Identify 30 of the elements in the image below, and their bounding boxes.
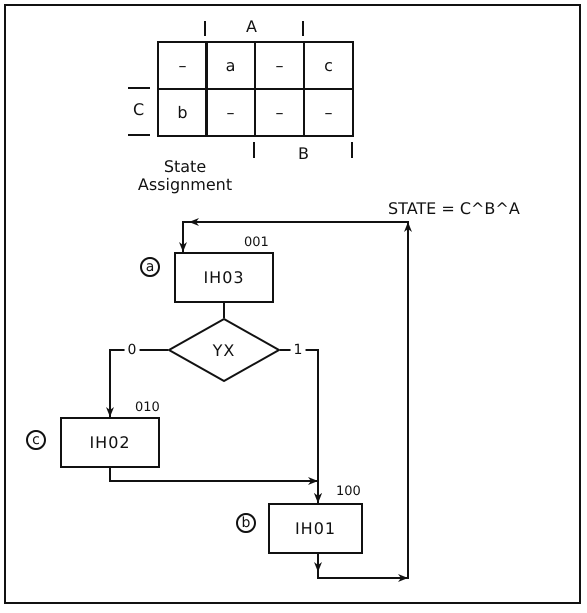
label-text: C <box>133 101 144 119</box>
map-cell: b <box>157 88 208 137</box>
label-text: A <box>246 18 257 36</box>
process-box <box>268 503 363 554</box>
arrow <box>179 221 409 579</box>
circled-letter: c <box>26 430 46 450</box>
arrow <box>109 468 322 503</box>
map-cell: – <box>303 88 354 137</box>
label-text: B <box>298 145 309 163</box>
state-code: 010 <box>135 401 160 414</box>
edge-label: 1 <box>290 343 306 357</box>
circled-letter: a <box>140 257 160 277</box>
node-text: YX <box>212 340 236 360</box>
node-text: IH01 <box>294 519 336 538</box>
label-text: State Assignment <box>136 158 234 194</box>
decision-diamond <box>168 318 280 382</box>
map-cell: – <box>205 88 256 137</box>
arrow <box>106 349 168 417</box>
label-text: STATE = C^B^A <box>388 200 520 218</box>
map-cell: – <box>157 41 208 90</box>
circled-letter: b <box>236 513 256 533</box>
map-cell: c <box>303 41 354 90</box>
node-text: IH02 <box>89 433 131 452</box>
map-cell: a <box>205 41 256 90</box>
process-box <box>174 252 274 303</box>
edge-label: 0 <box>124 343 140 357</box>
process-box <box>60 417 160 468</box>
state-code: 100 <box>336 485 361 498</box>
state-code: 001 <box>244 236 269 249</box>
node-text: IH03 <box>203 268 245 287</box>
